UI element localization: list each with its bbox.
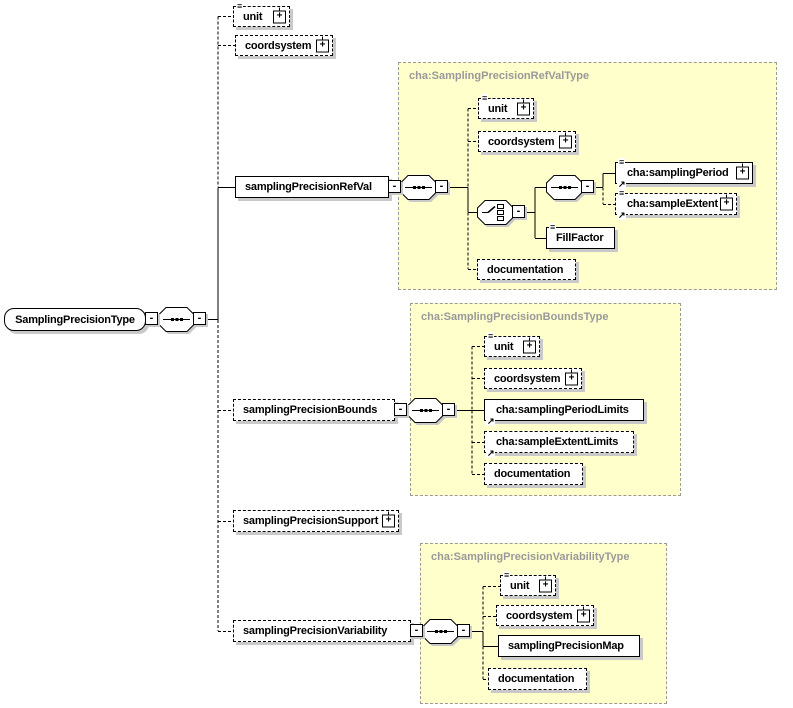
attributes-icon: ≡ xyxy=(481,93,489,103)
reference-icon: ↗ xyxy=(617,210,627,220)
reference-icon: ↗ xyxy=(486,416,496,426)
element-sampling-precision-refval[interactable]: samplingPrecisionRefVal xyxy=(235,176,389,198)
element-label: documentation xyxy=(494,468,571,480)
attributes-icon: ≡ xyxy=(487,331,495,341)
expand-button[interactable]: + xyxy=(559,132,572,148)
element-label: cha:samplingPeriod xyxy=(627,167,729,179)
element-cha-sampling-period-limits[interactable]: ↗ cha:samplingPeriodLimits xyxy=(484,399,644,426)
attributes-icon: ≡ xyxy=(503,570,511,580)
expand-button[interactable]: + xyxy=(316,36,329,52)
element-label: documentation xyxy=(498,673,575,685)
expand-button[interactable]: + xyxy=(523,337,536,353)
element-cha-sample-extent-limits[interactable]: ↗ cha:sampleExtentLimits xyxy=(484,431,634,458)
attributes-icon: ≡ xyxy=(618,157,626,167)
element-label: unit xyxy=(488,102,508,115)
collapse-button[interactable]: - xyxy=(581,180,594,193)
element-label: unit xyxy=(494,340,514,353)
collapse-button[interactable]: - xyxy=(410,624,423,637)
expand-button[interactable]: + xyxy=(720,194,733,211)
element-label: coordsystem xyxy=(506,609,573,622)
choice-compositor-icon[interactable] xyxy=(477,200,514,225)
attributes-icon: ≡ xyxy=(618,188,626,198)
element-label: cha:sampleExtentLimits xyxy=(496,436,619,448)
element-documentation[interactable]: documentation xyxy=(484,463,583,485)
expand-button[interactable]: + xyxy=(382,511,395,528)
element-label: cha:samplingPeriodLimits xyxy=(496,404,629,416)
element-coordsystem[interactable]: coordsystem + xyxy=(235,35,333,56)
sequence-compositor-icon[interactable] xyxy=(407,398,444,423)
element-coordsystem[interactable]: coordsystem + xyxy=(484,368,582,389)
element-documentation[interactable]: documentation xyxy=(477,259,576,280)
attributes-icon: ≡ xyxy=(549,222,557,232)
element-label: SamplingPrecisionType xyxy=(15,313,135,326)
reference-icon: ↗ xyxy=(617,179,627,189)
type-header: cha:SamplingPrecisionVariabilityType xyxy=(431,551,630,563)
element-fill-factor[interactable]: ≡ FillFactor xyxy=(546,223,615,249)
element-label: samplingPrecisionSupport xyxy=(243,515,379,527)
sequence-compositor-icon[interactable] xyxy=(158,307,195,332)
element-label: coordsystem xyxy=(245,39,312,52)
collapse-button[interactable]: - xyxy=(145,312,158,325)
element-label: samplingPrecisionRefVal xyxy=(245,181,372,193)
sequence-compositor-icon[interactable] xyxy=(400,175,437,200)
element-cha-sample-extent[interactable]: ≡ ↗ cha:sampleExtent + xyxy=(615,189,737,220)
reference-icon: ↗ xyxy=(486,448,496,458)
expand-button[interactable]: + xyxy=(539,576,552,592)
element-label: samplingPrecisionBounds xyxy=(243,404,378,416)
element-sampling-precision-type[interactable]: SamplingPrecisionType xyxy=(4,308,146,331)
element-documentation[interactable]: documentation xyxy=(488,668,587,690)
element-label: samplingPrecisionMap xyxy=(508,640,624,652)
element-label: documentation xyxy=(487,263,564,276)
element-label: FillFactor xyxy=(556,232,604,244)
expand-button[interactable]: + xyxy=(273,7,286,23)
element-unit[interactable]: ≡ unit + xyxy=(233,2,290,27)
collapse-button[interactable]: - xyxy=(442,403,455,416)
sequence-compositor-icon[interactable] xyxy=(546,175,583,200)
collapse-button[interactable]: - xyxy=(457,624,470,637)
collapse-button[interactable]: - xyxy=(512,205,525,218)
element-coordsystem[interactable]: coordsystem + xyxy=(496,605,594,626)
element-sampling-precision-support[interactable]: samplingPrecisionSupport + xyxy=(233,510,399,532)
expand-button[interactable]: + xyxy=(577,606,590,622)
element-unit[interactable]: ≡ unit + xyxy=(478,94,534,119)
expand-button[interactable]: + xyxy=(517,99,530,115)
element-cha-sampling-period[interactable]: ≡ ↗ cha:samplingPeriod + xyxy=(615,158,753,189)
element-label: coordsystem xyxy=(488,135,555,148)
element-sampling-precision-map[interactable]: samplingPrecisionMap xyxy=(498,635,640,657)
element-label: cha:sampleExtent xyxy=(627,198,718,210)
element-label: samplingPrecisionVariability xyxy=(243,625,388,637)
sequence-compositor-icon[interactable] xyxy=(422,619,459,644)
element-label: coordsystem xyxy=(494,372,561,385)
element-sampling-precision-variability[interactable]: samplingPrecisionVariability xyxy=(233,620,411,642)
element-label: unit xyxy=(510,579,530,592)
element-coordsystem[interactable]: coordsystem + xyxy=(478,131,576,152)
element-unit[interactable]: ≡ unit + xyxy=(484,332,540,357)
collapse-button[interactable]: - xyxy=(394,403,407,416)
element-label: unit xyxy=(243,10,263,23)
collapse-button[interactable]: - xyxy=(193,312,206,325)
collapse-button[interactable]: - xyxy=(435,180,448,193)
element-sampling-precision-bounds[interactable]: samplingPrecisionBounds xyxy=(233,399,395,421)
expand-button[interactable]: + xyxy=(565,369,578,385)
type-header: cha:SamplingPrecisionBoundsType xyxy=(421,311,609,323)
element-unit[interactable]: ≡ unit + xyxy=(500,571,556,596)
attributes-icon: ≡ xyxy=(236,1,244,11)
expand-button[interactable]: + xyxy=(736,163,749,180)
collapse-button[interactable]: - xyxy=(388,180,401,193)
type-header: cha:SamplingPrecisionRefValType xyxy=(409,70,590,82)
